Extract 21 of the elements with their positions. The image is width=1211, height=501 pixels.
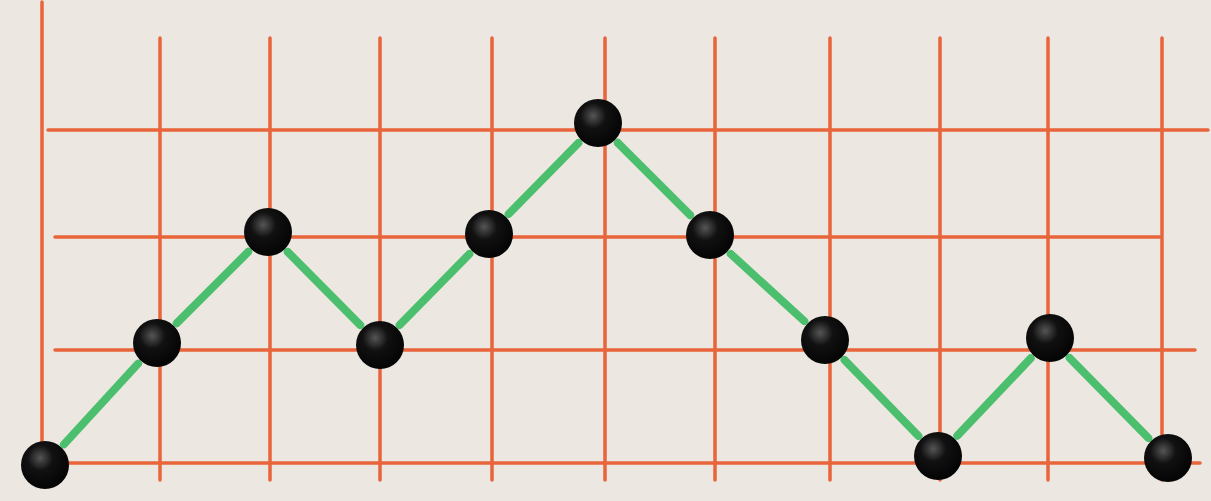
- dot: [356, 321, 404, 369]
- dot: [1026, 314, 1074, 362]
- connector-line: [395, 250, 474, 329]
- connector-line: [613, 138, 695, 220]
- connector-line: [504, 139, 583, 218]
- dot: [801, 316, 849, 364]
- dot: [465, 210, 513, 258]
- dot: [21, 441, 69, 489]
- connector-line: [1065, 353, 1153, 443]
- dot: [574, 99, 622, 147]
- dot: [686, 211, 734, 259]
- dot: [914, 432, 962, 480]
- connector-line: [59, 359, 143, 449]
- connector-line: [726, 249, 809, 326]
- connector-line: [840, 356, 923, 440]
- connector-line: [953, 354, 1035, 440]
- dot: [133, 319, 181, 367]
- dot: [244, 208, 292, 256]
- connector-line: [172, 247, 253, 328]
- connector-line: [283, 247, 365, 330]
- dot: [1144, 434, 1192, 482]
